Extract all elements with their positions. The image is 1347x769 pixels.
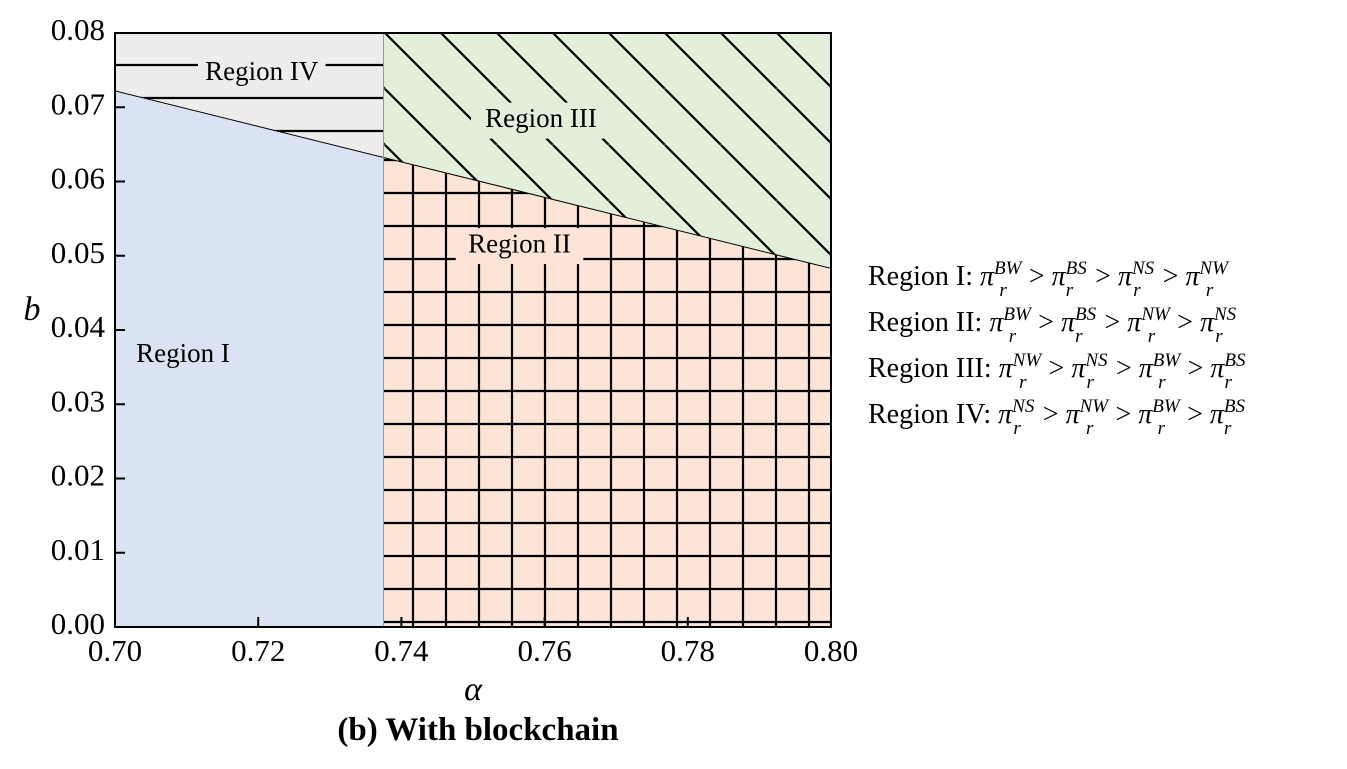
- region-ii-hatch: [383, 157, 831, 627]
- region-iii-label: Region III: [485, 103, 597, 133]
- region-iv-label-group: Region IV: [197, 55, 326, 92]
- region-ii-label-group: Region II: [455, 228, 584, 265]
- region-iv-label-bg: [197, 55, 326, 92]
- x-tick-label: 0.70: [88, 633, 142, 668]
- y-tick-label: 0.08: [51, 12, 105, 47]
- region-iv-label: Region IV: [205, 56, 319, 86]
- x-tick-label: 0.74: [374, 633, 429, 668]
- region-iii-hatch: [383, 33, 831, 269]
- region-ii-label: Region II: [468, 228, 571, 258]
- x-axis-title: α: [464, 671, 483, 708]
- y-axis-ticks: 0.00 0.01 0.02 0.03 0.04 0.05 0.06 0.07 0.08: [51, 12, 125, 641]
- x-axis-ticks: 0.70 0.72 0.74 0.76 0.78 0.80: [88, 617, 858, 668]
- region-iii-label-bg: [471, 102, 612, 139]
- region-iii-label-group: Region III: [471, 102, 612, 139]
- plot-regions: [115, 33, 831, 627]
- y-tick-label: 0.02: [51, 458, 105, 493]
- boundary-line: [115, 90, 831, 269]
- y-tick-label: 0.03: [51, 383, 105, 418]
- x-tick-label: 0.80: [804, 633, 858, 668]
- x-tick-label: 0.78: [661, 633, 715, 668]
- chart-caption: (b) With blockchain: [337, 712, 618, 748]
- y-axis-title: b: [24, 291, 41, 328]
- region-labels: Region I Region II Region III Region IV: [136, 55, 612, 368]
- y-tick-label: 0.06: [51, 161, 105, 196]
- region-i-label-group: Region I: [136, 338, 230, 368]
- region-ii-label-bg: [455, 228, 584, 265]
- y-tick-label: 0.00: [51, 606, 105, 641]
- y-tick-label: 0.01: [51, 532, 105, 567]
- y-tick-label: 0.07: [51, 86, 105, 121]
- y-tick-label: 0.05: [51, 235, 105, 270]
- region-i-area: [115, 90, 384, 627]
- x-tick-label: 0.76: [517, 633, 571, 668]
- region-i-label: Region I: [136, 338, 230, 368]
- x-tick-label: 0.72: [231, 633, 285, 668]
- y-tick-label: 0.04: [51, 309, 106, 344]
